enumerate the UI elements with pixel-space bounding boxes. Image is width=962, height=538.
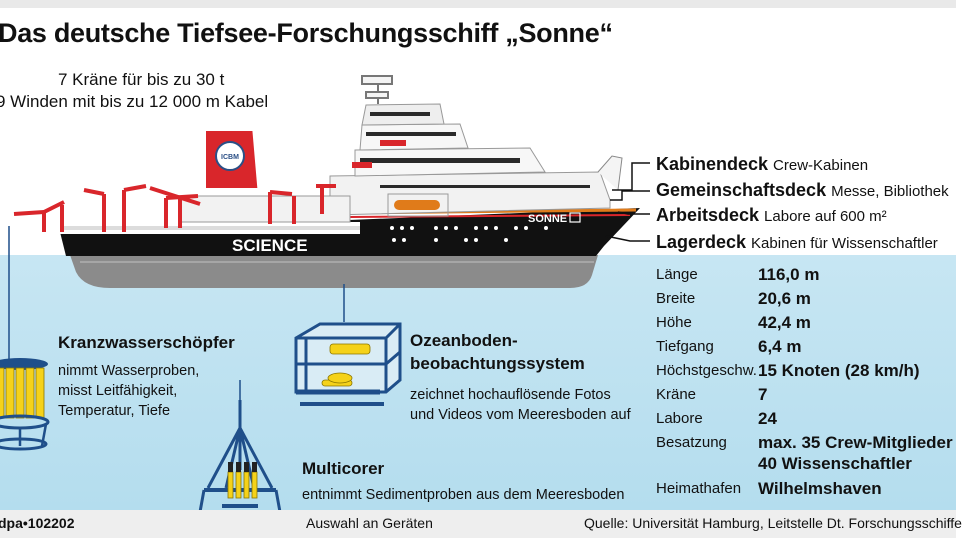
spec-label: Labore bbox=[656, 410, 703, 427]
spec-label: Heimathafen bbox=[656, 480, 742, 497]
spec-label: Besatzung bbox=[656, 434, 727, 451]
spec-value: 7 bbox=[758, 385, 768, 404]
top-bar bbox=[0, 0, 956, 8]
spec-label: Tiefgang bbox=[656, 338, 714, 355]
winches-info: 9 Winden mit bis zu 12 000 m Kabel bbox=[0, 92, 269, 111]
mast bbox=[361, 75, 393, 104]
hull-label-sonne: SONNE bbox=[528, 213, 567, 225]
deck-callout-lines bbox=[605, 162, 650, 242]
cranes-info: 7 Kräne für bis zu 30 t bbox=[58, 70, 225, 89]
footer-id: dpa•102202 bbox=[0, 515, 75, 531]
ozean-title-1: Ozeanboden- bbox=[410, 331, 518, 350]
spec-value: 42,4 m bbox=[758, 313, 811, 332]
spec-label: Breite bbox=[656, 290, 696, 307]
kranz-title: Kranzwasserschöpfer bbox=[58, 333, 235, 352]
ozean-desc-line: zeichnet hochauflösende Fotos bbox=[410, 387, 611, 403]
ozeanboden-device bbox=[294, 322, 402, 406]
spec-value: max. 35 Crew-Mitglieder bbox=[758, 433, 953, 452]
kranz-desc-line: nimmt Wasserproben, bbox=[58, 363, 200, 379]
funnel-label: ICBM bbox=[221, 154, 239, 161]
multicorer-desc: entnimmt Sedimentproben aus dem Meeresbo… bbox=[302, 487, 625, 503]
icbm-logo bbox=[215, 141, 245, 171]
spec-value: 116,0 m bbox=[758, 265, 820, 284]
page-title: Das deutsche Tiefsee-Forschungsschiff „S… bbox=[0, 18, 613, 48]
lifeboat bbox=[394, 200, 440, 210]
spec-value: 20,6 m bbox=[758, 289, 811, 308]
footer-caption: Auswahl an Geräten bbox=[306, 515, 433, 531]
superstructure bbox=[329, 171, 611, 216]
spec-label: Länge bbox=[656, 266, 698, 283]
hull-underwater bbox=[70, 255, 598, 288]
kranz-desc-line: Temperatur, Tiefe bbox=[58, 403, 171, 419]
spec-label: Höchstgeschw. bbox=[656, 362, 757, 379]
spec-value: 6,4 m bbox=[758, 337, 802, 356]
footer: dpa•102202 Auswahl an Geräten Quelle: Un… bbox=[0, 510, 962, 538]
multicorer-title: Multicorer bbox=[302, 459, 385, 478]
spec-value: 40 Wissenschaftler bbox=[758, 454, 912, 473]
kranzwasserschoepfer-device bbox=[0, 358, 50, 451]
hull-label-science: SCIENCE bbox=[232, 236, 308, 255]
spec-value: 15 Knoten (28 km/h) bbox=[758, 361, 920, 380]
spec-label: Kräne bbox=[656, 386, 697, 403]
spec-label: Höhe bbox=[656, 314, 692, 331]
hull-windows bbox=[390, 226, 548, 242]
footer-source: Quelle: Universität Hamburg, Leitstelle … bbox=[584, 515, 962, 531]
cranes bbox=[13, 184, 336, 232]
spec-value: 24 bbox=[758, 409, 777, 428]
ozean-desc-line: und Videos vom Meeresboden auf bbox=[410, 407, 631, 423]
ozean-title-2: beobachtungssystem bbox=[410, 354, 585, 373]
kranz-desc-line: misst Leitfähigkeit, bbox=[58, 383, 178, 399]
spec-value: Wilhelmshaven bbox=[758, 479, 882, 498]
sea-background bbox=[0, 255, 956, 510]
